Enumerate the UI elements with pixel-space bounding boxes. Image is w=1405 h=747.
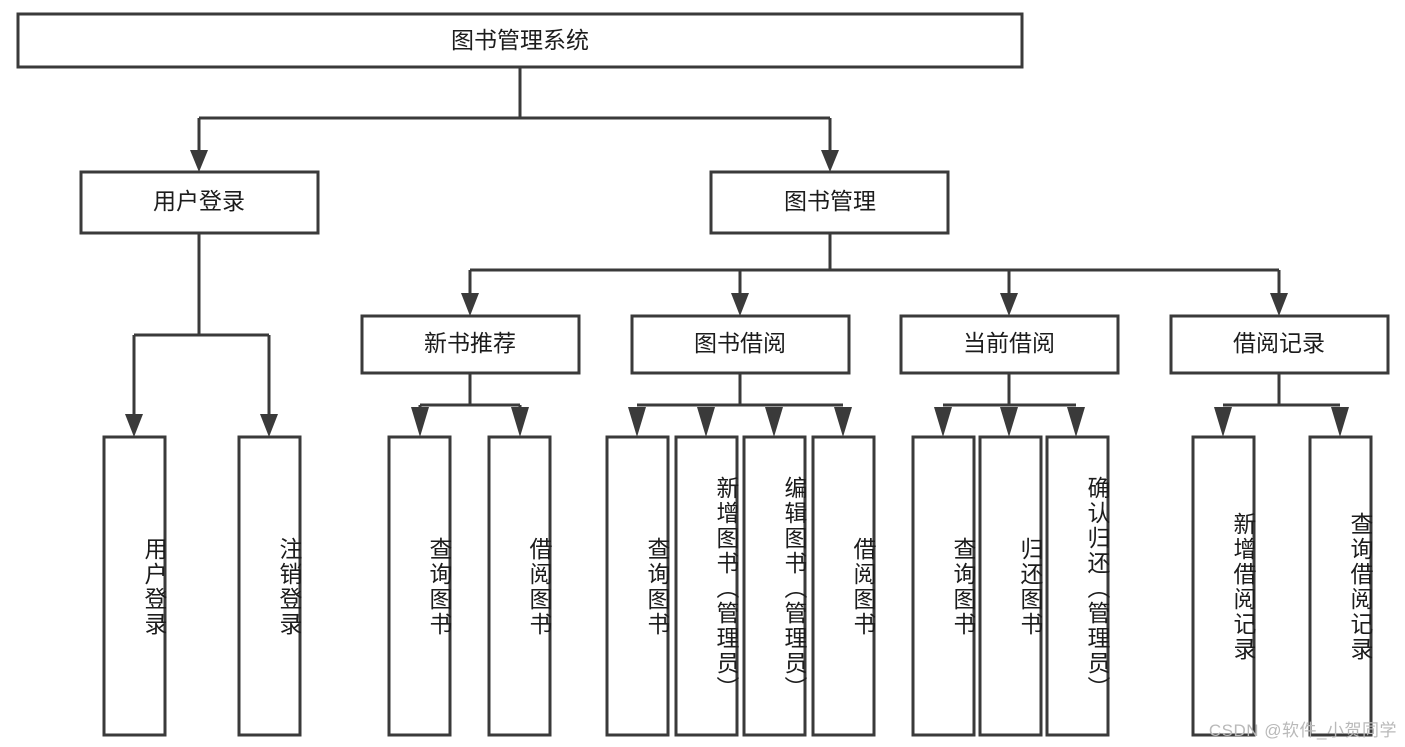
leaf-box-edit-book[interactable] [742,435,807,737]
arrowhead-leaf-edit-book [765,407,783,437]
node-current-borrow[interactable]: 当前借阅 [899,314,1120,375]
arrowhead-leaf-borrow-book-2 [834,407,852,437]
arrowhead-current-borrow [1000,293,1018,316]
node-box-user-login[interactable] [79,170,320,235]
leaf-box-add-book[interactable] [674,435,739,737]
connector-group-userlogin [125,233,278,437]
connector-group-bookmgmt [461,233,1288,316]
arrowhead-leaf-query-book-3 [934,407,952,437]
node-label-new-book-recommend: 新书推荐 [424,330,516,356]
arrowhead-leaf-query-book-1 [411,407,429,437]
connector-group-currentborrow [934,373,1085,437]
arrowhead-borrow-record [1270,293,1288,316]
node-box-title[interactable] [16,12,1024,69]
arrowhead-leaf-query-book-2 [628,407,646,437]
arrowhead-bookmgmt [821,150,839,172]
node-book-management[interactable]: 图书管理 [709,170,950,235]
leaf-box-borrow-book-1[interactable] [487,435,552,737]
node-box-book-borrow[interactable] [630,314,851,375]
leaf-box-add-record[interactable] [1191,435,1256,737]
node-label-book-borrow: 图书借阅 [694,330,786,356]
node-label-book-management: 图书管理 [784,188,876,214]
leaf-box-query-book-2[interactable] [605,435,670,737]
arrowhead-userlogin [190,150,208,172]
leaf-box-return-book[interactable] [978,435,1043,737]
connector-group-root [190,67,839,172]
csdn-watermark: CSDN @软件_小贺同学 [1208,721,1397,740]
leaf-box-user-login[interactable] [102,435,167,737]
arrowhead-leaf-add-record [1214,407,1232,437]
arrowhead-leaf-borrow-book-1 [511,407,529,437]
leaf-box-borrow-book-2[interactable] [811,435,876,737]
leaf-box-confirm-return[interactable] [1045,435,1110,737]
node-box-book-management[interactable] [709,170,950,235]
node-box-current-borrow[interactable] [899,314,1120,375]
node-box-borrow-record[interactable] [1169,314,1390,375]
arrowhead-book-borrow [731,293,749,316]
node-new-book-recommend[interactable]: 新书推荐 [360,314,581,375]
node-label-title: 图书管理系统 [451,27,589,53]
arrowhead-leaf-query-record [1331,407,1349,437]
connector-group-borrowrecord [1214,373,1349,437]
node-label-user-login: 用户登录 [153,188,245,214]
connector-group-bookborrow [628,373,852,437]
arrowhead-leaf-return-book [1000,407,1018,437]
node-user-login[interactable]: 用户登录 [79,170,320,235]
node-borrow-record[interactable]: 借阅记录 [1169,314,1390,375]
leaf-box-query-book-3[interactable] [911,435,976,737]
arrowhead-leaf-logout [260,414,278,437]
node-book-borrow[interactable]: 图书借阅 [630,314,851,375]
leaf-boxes [102,435,1373,737]
connector-group-newbook [411,373,529,437]
leaf-box-query-record[interactable] [1308,435,1373,737]
arrowhead-leaf-user-login [125,414,143,437]
node-box-new-book-recommend[interactable] [360,314,581,375]
arrowhead-leaf-add-book [697,407,715,437]
leaf-box-logout[interactable] [237,435,302,737]
node-label-current-borrow: 当前借阅 [963,330,1055,356]
leaf-box-query-book-1[interactable] [387,435,452,737]
arrowhead-new-book-recommend [461,293,479,316]
arrowhead-leaf-confirm-return [1067,407,1085,437]
node-title[interactable]: 图书管理系统 [16,12,1024,69]
node-label-borrow-record: 借阅记录 [1233,330,1325,356]
